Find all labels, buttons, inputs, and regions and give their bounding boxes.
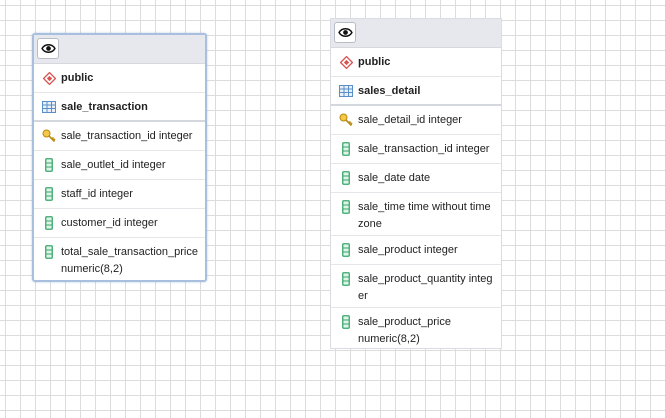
table-name-row: sale_transaction — [34, 93, 205, 122]
schema-label: public — [61, 72, 94, 84]
column-row[interactable]: customer_id integer — [34, 209, 205, 238]
table-icon — [339, 84, 353, 98]
erd-table-sale-transaction[interactable]: public sale_transaction sale_transaction… — [32, 33, 207, 282]
column-label: sale_detail_id integer — [358, 114, 462, 126]
column-label: sale_outlet_id integer — [61, 159, 166, 171]
table-name-row: sales_detail — [331, 77, 501, 106]
column-label: customer_id integer — [61, 217, 158, 229]
schema-label: public — [358, 56, 391, 68]
key-icon — [42, 129, 56, 143]
table-name: sale_transaction — [61, 100, 148, 113]
column-icon — [42, 158, 56, 172]
column-row[interactable]: staff_id integer — [34, 180, 205, 209]
column-label: staff_id integer — [61, 188, 133, 200]
column-icon — [339, 315, 353, 329]
column-icon — [339, 243, 353, 257]
schema-icon — [339, 55, 353, 69]
column-row[interactable]: sale_product_quantity integer — [331, 265, 501, 308]
column-row[interactable]: sale_date date — [331, 164, 501, 193]
erd-table-sales-detail[interactable]: public sales_detail sale_detail_id integ… — [330, 18, 502, 349]
column-row[interactable]: sale_product integer — [331, 236, 501, 265]
schema-icon — [42, 71, 56, 85]
column-label: sale_product_price numeric(8,2) — [358, 316, 451, 345]
toggle-visibility-button[interactable] — [37, 38, 59, 59]
column-label: sale_date date — [358, 172, 431, 184]
column-row[interactable]: sale_transaction_id integer — [34, 122, 205, 151]
column-icon — [339, 142, 353, 156]
column-row[interactable]: sale_outlet_id integer — [34, 151, 205, 180]
toggle-visibility-button[interactable] — [334, 22, 356, 43]
column-label: sale_product integer — [358, 244, 458, 256]
column-row[interactable]: total_sale_transaction_price numeric(8,2… — [34, 238, 205, 281]
schema-row: public — [34, 64, 205, 93]
column-label: sale_transaction_id integer — [358, 143, 490, 155]
table-name: sales_detail — [358, 84, 421, 97]
column-label: sale_transaction_id integer — [61, 130, 193, 142]
column-icon — [42, 187, 56, 201]
eye-icon — [337, 27, 353, 38]
column-icon — [339, 272, 353, 286]
table-header — [331, 19, 501, 48]
column-icon — [42, 216, 56, 230]
column-icon — [339, 200, 353, 214]
table-icon — [42, 100, 56, 114]
column-icon — [42, 245, 56, 259]
column-label: sale_time time without time zone — [358, 201, 491, 230]
column-label: sale_product_quantity integer — [358, 273, 493, 302]
schema-row: public — [331, 48, 501, 77]
column-row[interactable]: sale_transaction_id integer — [331, 135, 501, 164]
key-icon — [339, 113, 353, 127]
column-row[interactable]: sale_detail_id integer — [331, 106, 501, 135]
column-icon — [339, 171, 353, 185]
column-label: total_sale_transaction_price numeric(8,2… — [61, 246, 198, 275]
eye-icon — [40, 43, 56, 54]
column-row[interactable]: sale_time time without time zone — [331, 193, 501, 236]
column-row[interactable]: sale_product_price numeric(8,2) — [331, 308, 501, 351]
table-header — [34, 35, 205, 64]
